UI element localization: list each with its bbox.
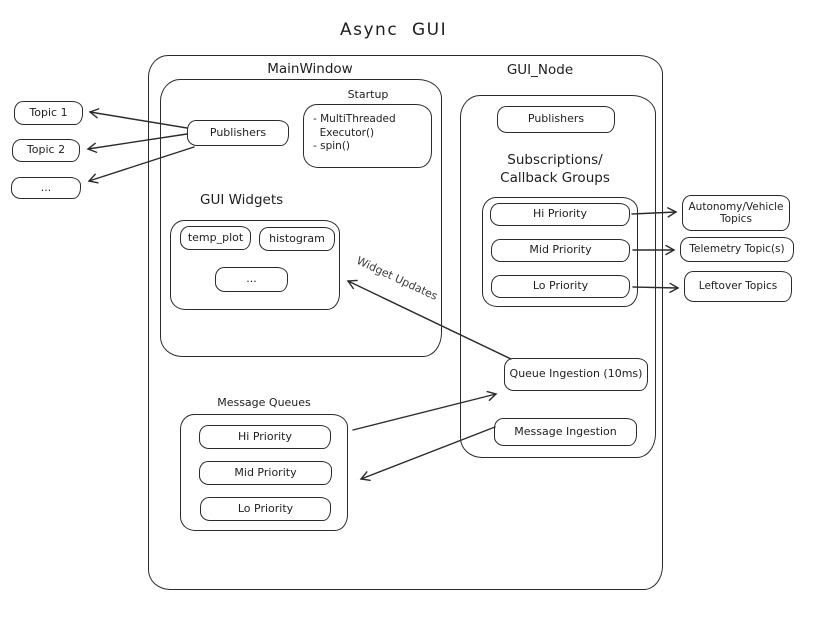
gui-node-frame (460, 95, 656, 458)
topic-1-box: Topic 1 (14, 101, 83, 125)
gui-widgets-label: GUI Widgets (200, 192, 284, 208)
widget-histogram-box: histogram (259, 227, 335, 251)
diagram-title: Async GUI (340, 20, 448, 40)
callback-mid-priority-box: Mid Priority (491, 239, 630, 262)
gui-widgets-frame (170, 220, 340, 310)
subscriptions-callback-groups-label: Subscriptions/ Callback Groups (500, 152, 610, 186)
message-queues-label: Message Queues (217, 396, 311, 409)
startup-body-text: - MultiThreaded Executor() - spin() (313, 113, 396, 152)
message-queues-frame (180, 414, 348, 531)
telemetry-topics-box: Telemetry Topic(s) (680, 237, 794, 262)
gui-node-label: GUI_Node (506, 62, 574, 78)
queue-lo-priority-box: Lo Priority (200, 497, 331, 521)
queue-hi-priority-box: Hi Priority (199, 425, 331, 449)
startup-label: Startup (347, 88, 389, 101)
callback-hi-priority-box: Hi Priority (490, 203, 630, 226)
queue-mid-priority-box: Mid Priority (199, 461, 332, 485)
widget-more-box: ... (215, 267, 288, 292)
callback-lo-priority-box: Lo Priority (491, 275, 630, 298)
topic-more-box: ... (11, 177, 81, 199)
queue-ingestion-box: Queue Ingestion (10ms) (504, 358, 648, 391)
callback-groups-frame (482, 197, 638, 307)
main-window-frame (160, 79, 442, 357)
message-ingestion-box: Message Ingestion (494, 418, 637, 446)
gui-node-publishers-box: Publishers (497, 106, 615, 133)
widget-temp-plot-box: temp_plot (180, 226, 251, 250)
autonomy-vehicle-topics-box: Autonomy/Vehicle Topics (682, 195, 790, 231)
main-window-publishers-box: Publishers (187, 120, 289, 146)
app-frame (148, 55, 663, 590)
leftover-topics-box: Leftover Topics (684, 271, 792, 302)
topic-2-box: Topic 2 (12, 139, 80, 162)
startup-box (303, 104, 432, 168)
main-window-label: MainWindow (267, 61, 353, 77)
